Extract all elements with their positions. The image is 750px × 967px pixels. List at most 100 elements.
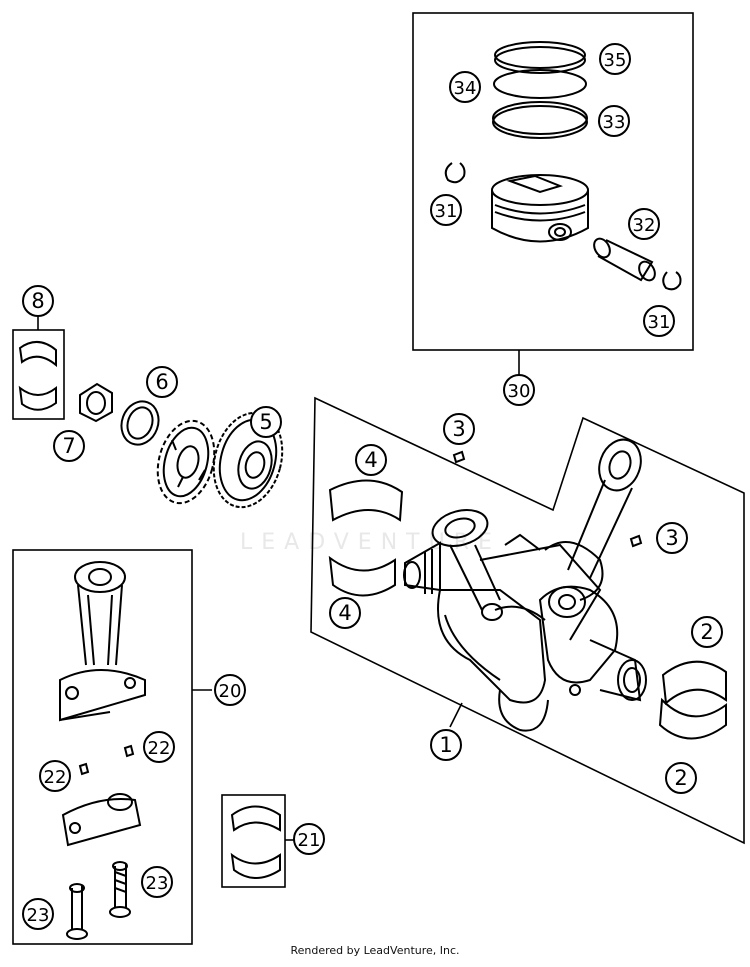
main-bearing-shell-lower-2 xyxy=(658,697,727,740)
bearing-shell-box-21 xyxy=(221,794,295,888)
main-bearing-shell-upper-4 xyxy=(328,479,404,522)
callout-7: 7 xyxy=(53,430,85,462)
piston-ring-middle xyxy=(493,69,587,99)
callout-20: 20 xyxy=(214,674,246,706)
callout-number: 23 xyxy=(27,905,50,926)
callout-number: 4 xyxy=(338,601,351,625)
callout-circle xyxy=(143,731,175,763)
rod-pin-22a xyxy=(123,744,135,758)
piston-group-box xyxy=(412,12,694,375)
callout-circle xyxy=(599,43,631,75)
piston-ring-top xyxy=(494,41,586,74)
callout-number: 23 xyxy=(146,873,169,894)
callout-circle xyxy=(22,898,54,930)
callout-3: 3 xyxy=(443,413,475,445)
main-bearing-shell-upper-2 xyxy=(661,660,727,706)
callout-circle xyxy=(449,71,481,103)
callout-3: 3 xyxy=(656,522,688,554)
callout-number: 1 xyxy=(439,733,452,757)
callout-number: 32 xyxy=(633,215,656,236)
nut xyxy=(79,382,113,423)
callout-number: 30 xyxy=(508,381,531,402)
callout-number: 2 xyxy=(700,620,713,644)
callout-number: 35 xyxy=(604,50,627,71)
callout-number: 33 xyxy=(603,112,626,133)
callout-2: 2 xyxy=(665,762,697,794)
circlip-left xyxy=(444,162,466,184)
callout-circle xyxy=(329,597,361,629)
callout-number: 20 xyxy=(219,681,242,702)
callout-number: 22 xyxy=(148,738,171,759)
callout-circle xyxy=(503,374,535,406)
rod-bolt-right xyxy=(109,861,131,918)
callout-number: 2 xyxy=(674,766,687,790)
callout-4: 4 xyxy=(329,597,361,629)
watermark: LEADVENTURE xyxy=(240,530,501,555)
callout-number: 3 xyxy=(665,526,678,550)
connecting-rod xyxy=(59,561,146,722)
callout-circle xyxy=(691,616,723,648)
callout-circle xyxy=(643,305,675,337)
thrust-washer-pin-3a xyxy=(452,450,466,464)
callout-circle xyxy=(430,729,462,761)
callout-number: 8 xyxy=(31,289,44,313)
callout-30: 30 xyxy=(503,374,535,406)
thrust-washer-pin-3b xyxy=(629,534,643,548)
callout-circle xyxy=(656,522,688,554)
callout-number: 7 xyxy=(62,434,75,458)
callout-circle xyxy=(443,413,475,445)
callout-circle xyxy=(628,208,660,240)
callout-number: 22 xyxy=(44,767,67,788)
callout-circle xyxy=(430,194,462,226)
callout-number: 31 xyxy=(435,201,458,222)
callout-21: 21 xyxy=(293,823,325,855)
circlip-right xyxy=(662,271,682,291)
callout-35: 35 xyxy=(599,43,631,75)
callout-circle xyxy=(293,823,325,855)
callout-5: 5 xyxy=(250,406,282,438)
callout-circle xyxy=(598,105,630,137)
crankshaft-group-box xyxy=(310,396,745,845)
rod-pin-22b xyxy=(78,762,90,776)
callout-23: 23 xyxy=(141,866,173,898)
callout-circle xyxy=(53,430,85,462)
washer xyxy=(120,400,160,446)
callout-8: 8 xyxy=(22,285,54,317)
callout-circle xyxy=(39,760,71,792)
footer-credit: Rendered by LeadVenture, Inc. xyxy=(290,944,460,957)
callout-circle xyxy=(22,285,54,317)
callout-circle xyxy=(250,406,282,438)
piston-ring-oil xyxy=(492,101,588,139)
main-bearing-shell-lower-4 xyxy=(328,555,396,597)
callout-33: 33 xyxy=(598,105,630,137)
callout-1: 1 xyxy=(430,729,462,761)
sprocket xyxy=(156,419,216,505)
callout-number: 3 xyxy=(452,417,465,441)
callout-22: 22 xyxy=(143,731,175,763)
piston-pin xyxy=(593,237,656,282)
crankshaft xyxy=(403,533,647,732)
callout-23: 23 xyxy=(22,898,54,930)
callout-number: 4 xyxy=(364,448,377,472)
callout-circle xyxy=(355,444,387,476)
callout-34: 34 xyxy=(449,71,481,103)
connecting-rod-cap xyxy=(61,793,142,847)
callout-number: 21 xyxy=(298,830,321,851)
callout-31: 31 xyxy=(430,194,462,226)
callout-circle xyxy=(141,866,173,898)
callout-circle xyxy=(665,762,697,794)
callout-number: 5 xyxy=(259,410,272,434)
callout-number: 6 xyxy=(155,370,168,394)
callout-2: 2 xyxy=(691,616,723,648)
rod-bolt-left xyxy=(66,883,88,940)
bearing-shell-box-8 xyxy=(12,316,65,420)
callout-circle xyxy=(214,674,246,706)
piston xyxy=(491,174,589,243)
callout-circle xyxy=(146,366,178,398)
callout-number: 34 xyxy=(454,78,477,99)
connecting-rod-box xyxy=(12,549,212,945)
callout-32: 32 xyxy=(628,208,660,240)
callout-4: 4 xyxy=(355,444,387,476)
